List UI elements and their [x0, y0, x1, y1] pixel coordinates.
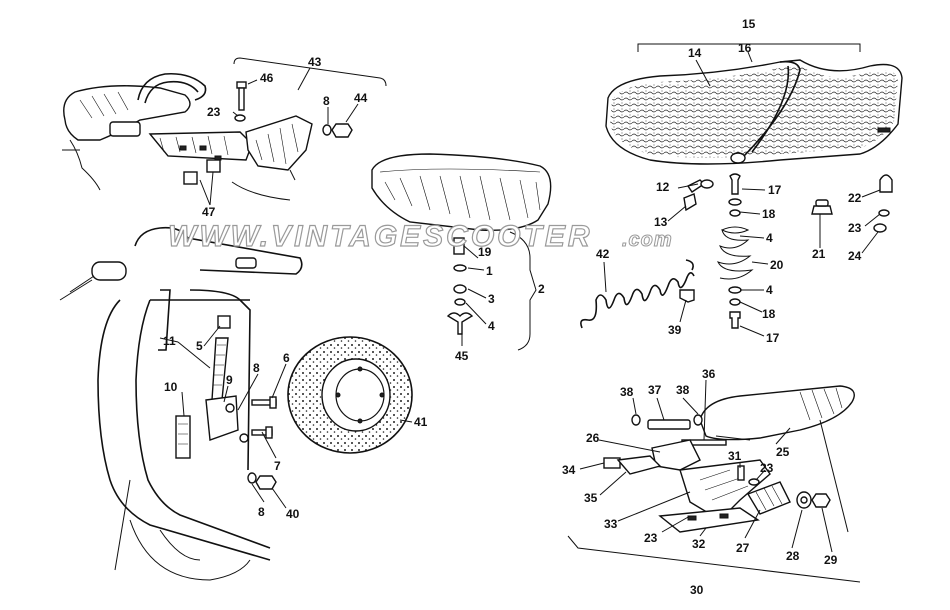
callout-4: 4: [766, 231, 773, 245]
callout-43: 43: [308, 55, 322, 69]
callout-18: 18: [762, 207, 776, 221]
callout-45: 45: [455, 349, 469, 363]
stand-assembly: [567, 385, 861, 583]
callout-14: 14: [688, 46, 702, 60]
callout-12: 12: [656, 180, 670, 194]
callout-8: 8: [323, 94, 330, 108]
callout-23: 23: [848, 221, 862, 235]
watermark: WWW.VINTAGESCOOTER .com: [167, 219, 673, 253]
callout-25: 25: [776, 445, 790, 459]
callout-38: 38: [676, 383, 690, 397]
callout-18: 18: [762, 307, 776, 321]
callout-22: 22: [848, 191, 862, 205]
dual-seat-assembly: [580, 43, 903, 329]
callout-39: 39: [668, 323, 682, 337]
callout-24: 24: [848, 249, 862, 263]
watermark-suffix: .com: [622, 229, 673, 251]
callout-35: 35: [584, 491, 598, 505]
callout-13: 13: [654, 215, 668, 229]
callout-4: 4: [766, 283, 773, 297]
callout-21: 21: [812, 247, 826, 261]
callout-38: 38: [620, 385, 634, 399]
watermark-text: WWW.VINTAGESCOOTER: [168, 220, 593, 253]
callout-41: 41: [414, 415, 428, 429]
callout-20: 20: [770, 258, 784, 272]
callout-17: 17: [766, 331, 780, 345]
callout-42: 42: [596, 247, 610, 261]
leader-lines: [159, 51, 881, 553]
callout-33: 33: [604, 517, 618, 531]
callout-9: 9: [226, 373, 233, 387]
callout-1: 1: [486, 264, 493, 278]
callout-7: 7: [274, 459, 281, 473]
callout-32: 32: [692, 537, 706, 551]
callout-29: 29: [824, 553, 838, 567]
callout-37: 37: [648, 383, 662, 397]
callout-28: 28: [786, 549, 800, 563]
callout-11: 11: [163, 334, 176, 348]
callout-40: 40: [286, 507, 300, 521]
callout-34: 34: [562, 463, 576, 477]
callout-10: 10: [164, 380, 178, 394]
callout-23: 23: [644, 531, 658, 545]
callout-15: 15: [742, 17, 756, 31]
part-callouts: 43 46 23 8 44 47 19 1 3 4 2 45 15 14 16 …: [163, 17, 862, 597]
callout-2: 2: [538, 282, 545, 296]
callout-19: 19: [478, 245, 492, 259]
callout-8: 8: [258, 505, 265, 519]
spare-wheel: [287, 336, 413, 454]
callout-47: 47: [202, 205, 216, 219]
callout-23: 23: [207, 105, 221, 119]
callout-44: 44: [354, 91, 368, 105]
callout-46: 46: [260, 71, 274, 85]
callout-3: 3: [488, 292, 495, 306]
callout-16: 16: [738, 41, 752, 55]
callout-26: 26: [586, 431, 600, 445]
callout-31: 31: [728, 449, 742, 463]
callout-6: 6: [283, 351, 290, 365]
callout-8: 8: [253, 361, 260, 375]
callout-5: 5: [196, 339, 203, 353]
callout-30: 30: [690, 583, 704, 597]
callout-36: 36: [702, 367, 716, 381]
callout-4: 4: [488, 319, 495, 333]
callout-23: 23: [760, 461, 774, 475]
callout-17: 17: [768, 183, 782, 197]
single-seat-assembly: [371, 153, 552, 351]
carrier-assembly: [62, 57, 387, 201]
callout-27: 27: [736, 541, 750, 555]
legshield-frame: [59, 226, 303, 581]
